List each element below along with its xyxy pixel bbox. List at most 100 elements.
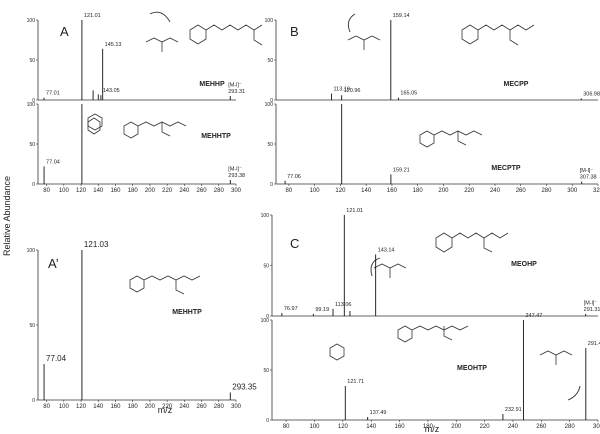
x-tick-label: 120 bbox=[338, 424, 349, 430]
x-tick-label: 260 bbox=[536, 424, 547, 430]
x-tick-label: 120 bbox=[335, 188, 346, 194]
x-tick-label: 300 bbox=[231, 404, 242, 410]
y-tick-label: 100 bbox=[265, 102, 274, 108]
x-tick-label: 180 bbox=[423, 424, 434, 430]
x-tick-label: 100 bbox=[59, 404, 70, 410]
x-tick-label: 100 bbox=[310, 188, 321, 194]
y-tick-label: 0 bbox=[270, 182, 273, 188]
x-tick-label: 260 bbox=[197, 404, 208, 410]
x-tick-label: 80 bbox=[283, 424, 290, 430]
peak-label: 306.98 bbox=[583, 91, 600, 97]
panel-label: B bbox=[290, 24, 299, 39]
peak-label: 293.35 bbox=[232, 383, 257, 392]
x-tick-label: 200 bbox=[145, 188, 156, 194]
peak-label: [M-l]⁻293.31 bbox=[228, 83, 245, 96]
peak-label: 143.05 bbox=[103, 88, 120, 94]
y-tick-label: 100 bbox=[265, 18, 274, 24]
peak-label: 77.06 bbox=[287, 174, 301, 180]
peak-label: 143.14 bbox=[378, 247, 395, 253]
peak-label: 120.96 bbox=[344, 88, 361, 94]
x-tick-label: 320 bbox=[593, 188, 600, 194]
structure-meohtp bbox=[397, 325, 469, 343]
peak-label: 121.03 bbox=[84, 240, 109, 249]
x-tick-label: 240 bbox=[179, 188, 190, 194]
x-axis-label-right: m/z bbox=[425, 424, 440, 434]
structure-mecptp bbox=[419, 130, 483, 148]
x-tick-label: 100 bbox=[310, 424, 321, 430]
compound-name: MEHHP bbox=[199, 81, 225, 88]
y-tick-label: 100 bbox=[261, 213, 270, 219]
arrow-icons bbox=[149, 11, 581, 401]
peak-label: [M-l]⁻293.38 bbox=[228, 167, 245, 180]
y-axis-label: Relative Abundance bbox=[2, 176, 12, 256]
peak-label: [M-l]⁻291.31 bbox=[584, 300, 600, 313]
fragment-sketches bbox=[87, 35, 573, 365]
structure-mehhtp-prime bbox=[129, 275, 201, 295]
peak-label: 159.21 bbox=[393, 167, 410, 173]
peak-label: 159.14 bbox=[393, 13, 410, 19]
y-tick-label: 0 bbox=[266, 314, 269, 320]
x-tick-label: 160 bbox=[395, 424, 406, 430]
x-tick-label: 80 bbox=[43, 404, 50, 410]
y-tick-label: 100 bbox=[27, 248, 36, 254]
x-tick-label: 180 bbox=[413, 188, 424, 194]
peak-label: 121.71 bbox=[347, 379, 364, 385]
y-tick-label: 0 bbox=[32, 182, 35, 188]
x-tick-label: 200 bbox=[451, 424, 462, 430]
compound-name: MEHHTP bbox=[172, 309, 202, 316]
y-tick-label: 50 bbox=[263, 368, 269, 374]
peak-label: 113.06 bbox=[335, 302, 351, 308]
structure-mehhtp bbox=[87, 117, 187, 139]
x-tick-label: 280 bbox=[214, 404, 225, 410]
y-tick-label: 0 bbox=[32, 398, 35, 404]
x-tick-label: 300 bbox=[231, 188, 242, 194]
peak-label: 76.97 bbox=[284, 306, 298, 312]
x-tick-label: 120 bbox=[76, 188, 87, 194]
x-tick-label: 140 bbox=[366, 424, 377, 430]
x-tick-label: 280 bbox=[565, 424, 576, 430]
compound-name: MEOHP bbox=[511, 261, 537, 268]
peak-label: 145.13 bbox=[105, 42, 122, 48]
x-axis-label-left: m/z bbox=[158, 405, 173, 415]
x-tick-label: 200 bbox=[145, 404, 156, 410]
peak-label: 232.91 bbox=[505, 407, 522, 413]
x-tick-label: 80 bbox=[43, 188, 50, 194]
y-tick-label: 100 bbox=[27, 102, 36, 108]
x-tick-label: 180 bbox=[128, 404, 139, 410]
y-tick-label: 0 bbox=[270, 98, 273, 104]
structure-mecpp bbox=[461, 24, 535, 46]
x-tick-label: 240 bbox=[490, 188, 501, 194]
y-tick-label: 0 bbox=[266, 418, 269, 424]
peak-label: 121.01 bbox=[346, 208, 363, 214]
x-tick-label: 180 bbox=[128, 188, 139, 194]
x-tick-label: 240 bbox=[179, 404, 190, 410]
x-tick-label: 260 bbox=[197, 188, 208, 194]
x-tick-label: 280 bbox=[541, 188, 552, 194]
x-tick-label: 140 bbox=[361, 188, 372, 194]
x-tick-label: 80 bbox=[286, 188, 293, 194]
y-tick-label: 50 bbox=[29, 142, 35, 148]
y-tick-label: 50 bbox=[267, 58, 273, 64]
x-tick-label: 200 bbox=[438, 188, 449, 194]
peak-label: 137.49 bbox=[370, 410, 387, 416]
x-tick-label: 280 bbox=[214, 188, 225, 194]
compound-name: MECPP bbox=[504, 81, 529, 88]
x-tick-label: 220 bbox=[162, 188, 173, 194]
panel-label: C bbox=[290, 236, 299, 251]
peak-label: [M-l]⁻307.38 bbox=[580, 168, 597, 181]
peak-label: 247.47 bbox=[526, 313, 543, 319]
compound-name: MECPTP bbox=[491, 165, 521, 172]
y-tick-label: 100 bbox=[27, 18, 36, 24]
x-tick-label: 120 bbox=[76, 404, 87, 410]
compound-name: MEOHTP bbox=[457, 365, 487, 372]
x-tick-label: 300 bbox=[593, 424, 600, 430]
x-tick-label: 160 bbox=[387, 188, 398, 194]
y-tick-label: 50 bbox=[263, 264, 269, 270]
spectrum-A-top: 05010077.01121.01143.05145.13[M-l]⁻293.3… bbox=[27, 13, 245, 104]
peak-label: 113.10 bbox=[334, 87, 350, 93]
y-tick-label: 0 bbox=[32, 98, 35, 104]
